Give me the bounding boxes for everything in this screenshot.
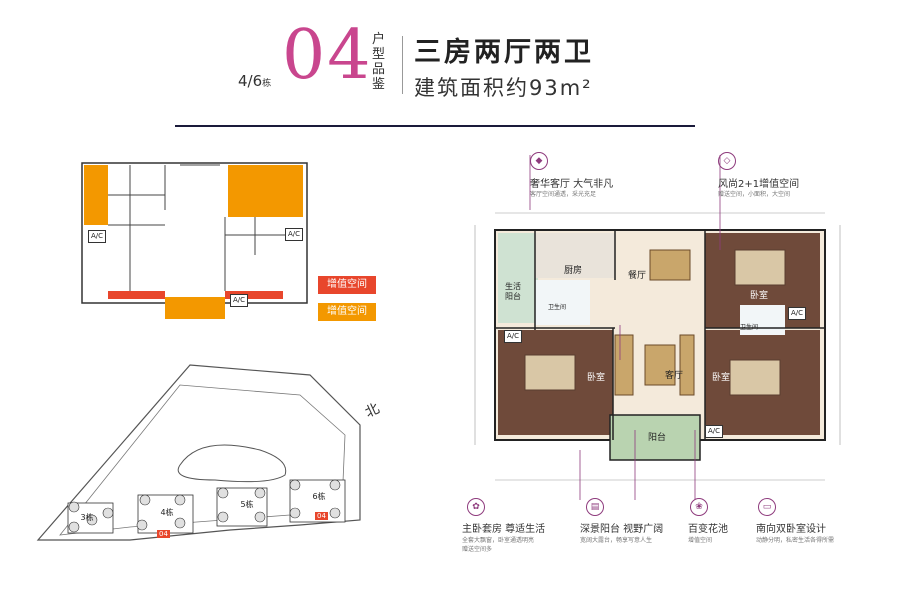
dining-label: 餐厅 <box>628 271 647 281</box>
area-text: 建筑面积约93m² <box>414 76 593 100</box>
bath2-label: 卫生间 <box>740 324 759 331</box>
kitchen-label: 厨房 <box>564 266 583 276</box>
callout-balcony-title: 深景阳台 视野广阔 <box>580 524 664 535</box>
mini-ac-label-1: A/C <box>88 230 107 243</box>
unit-number: 04 <box>282 16 373 95</box>
bedroom-w-label: 卧室 <box>587 373 606 383</box>
main-floorplan <box>474 212 841 481</box>
building-6-label: 6栋 <box>312 492 326 501</box>
unit-tag-4: 04 <box>157 530 170 538</box>
site-plan <box>36 364 361 541</box>
kitchen-area <box>535 233 615 278</box>
building-number: 4/6栋 <box>238 72 271 90</box>
bedroom-e-label: 卧室 <box>712 373 731 383</box>
value-space-red-right <box>225 291 283 299</box>
callout-leaders <box>529 155 721 500</box>
building-3-label: 3栋 <box>80 513 94 522</box>
mini-ac-label-2: A/C <box>285 228 304 241</box>
main-balcony-label: 阳台 <box>648 433 667 443</box>
building-5-label: 5栋 <box>240 500 254 509</box>
ac-label-east: A/C <box>788 307 807 320</box>
page-title: 三房两厅两卫 <box>414 37 594 68</box>
callout-value-sub: 赠送空间，小面积，大空间 <box>718 191 791 198</box>
callout-living-title: 奢华客厅 大气非凡 <box>530 179 614 190</box>
bath2-area <box>740 305 785 335</box>
diamond-icon: ◇ <box>718 152 736 170</box>
plant-icon: ❀ <box>690 498 708 516</box>
bed-icon: ▭ <box>758 498 776 516</box>
legend-red: 增值空间 <box>318 276 376 294</box>
bath1-label: 卫生间 <box>548 304 567 311</box>
bedroom-ne-label: 卧室 <box>750 291 769 301</box>
callout-value-title: 风尚2+1增值空间 <box>718 179 800 190</box>
mini-floorplan <box>81 162 308 319</box>
ac-label-west: A/C <box>504 330 523 343</box>
building-suffix: 栋 <box>262 79 272 89</box>
legend-orange: 增值空间 <box>318 303 376 321</box>
value-space-red-left <box>108 291 165 299</box>
building-4-label: 4栋 <box>160 508 174 517</box>
header-rule <box>175 125 695 127</box>
mini-ac-label-3: A/C <box>230 294 249 307</box>
callout-master-sub2: 赠送空间多 <box>462 546 493 553</box>
value-space-orange-left <box>84 165 108 225</box>
window-icon: ▤ <box>586 498 604 516</box>
life-balcony-label: 生活阳台 <box>505 282 521 301</box>
callout-south-title: 南向双卧室设计 <box>756 524 826 535</box>
sofa-icon: ◆ <box>530 152 548 170</box>
callout-south-sub: 动静分明，私密生活各得所需 <box>756 537 835 544</box>
unit-label: 户型品鉴 <box>372 32 386 92</box>
bath1-area <box>535 280 590 325</box>
flower-icon: ✿ <box>467 498 485 516</box>
value-space-orange-bottom <box>165 297 225 319</box>
callout-master-title: 主卧套房 尊适生活 <box>462 524 546 535</box>
building-number-text: 4/6 <box>238 72 263 90</box>
ac-label-south: A/C <box>705 425 724 438</box>
header-divider <box>402 36 403 94</box>
living-label: 客厅 <box>665 371 684 381</box>
value-space-orange-right <box>228 165 303 217</box>
callout-living-sub: 客厅空间通透，采光充足 <box>530 191 597 198</box>
callout-garden-title: 百变花池 <box>688 524 728 535</box>
unit-tag-6: 04 <box>315 512 328 520</box>
main-balcony-area <box>609 414 701 461</box>
callout-balcony-sub: 宽阔大露台，畅享写意人生 <box>580 537 653 544</box>
life-balcony-area <box>498 233 538 323</box>
callout-master-sub: 全套大飘窗，卧室通透明亮 <box>462 537 535 544</box>
callout-garden-sub: 增值空间 <box>688 537 713 544</box>
